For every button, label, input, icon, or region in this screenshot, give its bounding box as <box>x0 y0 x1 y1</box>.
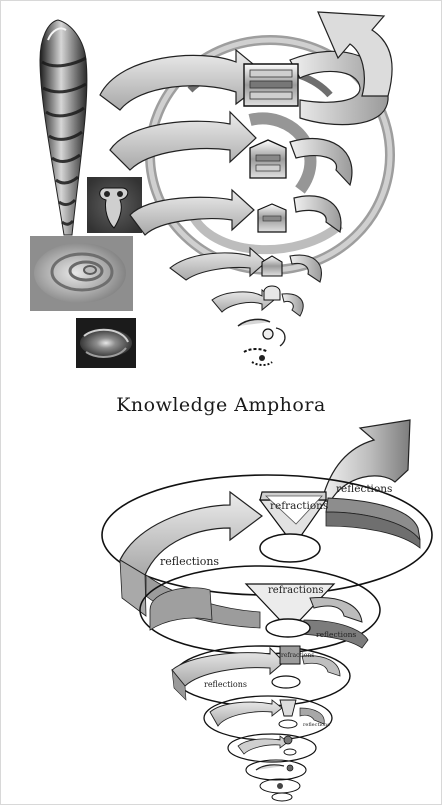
spiral-galaxy-photo <box>76 318 136 368</box>
refractions-label-2: refractions <box>268 585 324 596</box>
top-spiral-diagram <box>100 12 392 365</box>
reflections-label-2: reflections <box>160 555 219 568</box>
top-stage-box-3 <box>258 204 286 232</box>
diagram-title: Knowledge Amphora <box>0 394 442 416</box>
coiled-fossil-shell-photo <box>30 236 133 311</box>
top-stage-box-2 <box>250 140 286 178</box>
reflections-label-3: reflections <box>316 630 356 639</box>
refractions-label-3: refractions <box>281 652 314 659</box>
amphora-vessel-photo <box>87 177 142 233</box>
reflections-label-4: reflections <box>204 680 247 689</box>
spiral-seashell-photo <box>40 20 87 235</box>
knowledge-amphora-diagram: refractions reflections reflections refr… <box>102 420 432 801</box>
reflections-label-5: reflections <box>303 722 330 728</box>
top-stage-box-1 <box>244 64 298 106</box>
reflections-label-1: reflections <box>336 483 392 495</box>
refractions-label-1: refractions <box>270 500 328 512</box>
